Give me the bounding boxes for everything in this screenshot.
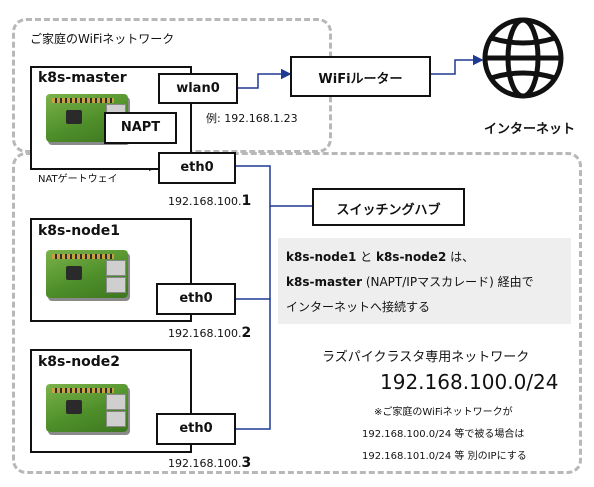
master-title: k8s-master <box>38 70 127 86</box>
home-network-label: ご家庭のWiFiネットワーク <box>30 32 175 46</box>
wlan-router-link <box>229 68 292 94</box>
node2-title: k8s-node2 <box>38 354 121 370</box>
wlan0-interface: wlan0 <box>158 73 238 104</box>
node2-ip: 192.168.100.3 <box>168 455 252 471</box>
node1-ip: 192.168.100.2 <box>168 325 252 341</box>
internet-label: インターネット <box>484 122 576 137</box>
wifi-router-box: WiFiルーター <box>290 56 431 97</box>
node2-eth-switch-link <box>227 299 271 435</box>
node2-raspberry-pi-image <box>46 384 128 432</box>
node1-eth0-interface: eth0 <box>156 283 236 315</box>
cluster-network-title: ラズパイクラスタ専用ネットワーク <box>322 350 530 365</box>
node1-raspberry-pi-image <box>46 250 128 298</box>
routing-note: k8s-node1 と k8s-node2 は、 k8s-master (NAP… <box>278 238 571 324</box>
master-eth0-interface: eth0 <box>158 152 236 184</box>
nat-gateway-label: NATゲートウェイ <box>38 174 118 185</box>
cluster-remark-3: 192.168.101.0/24 等 別のIPにする <box>362 451 527 462</box>
cluster-remark-1: ※ご家庭のWiFiネットワークが <box>374 407 513 418</box>
cluster-network-region <box>12 152 582 474</box>
wlan-ip-example: 例: 192.168.1.23 <box>206 112 298 125</box>
node1-title: k8s-node1 <box>38 223 121 239</box>
router-internet-link <box>422 54 484 80</box>
napt-box: NAPT <box>104 112 177 144</box>
cluster-remark-2: 192.168.100.0/24 等で被る場合は <box>362 429 525 440</box>
master-ip: 192.168.100.1 <box>168 193 252 209</box>
cluster-subnet: 192.168.100.0/24 <box>380 370 559 394</box>
node2-eth0-interface: eth0 <box>156 413 236 445</box>
switching-hub-box: スイッチングハブ <box>312 188 465 226</box>
master-eth-switch-link <box>227 160 312 207</box>
